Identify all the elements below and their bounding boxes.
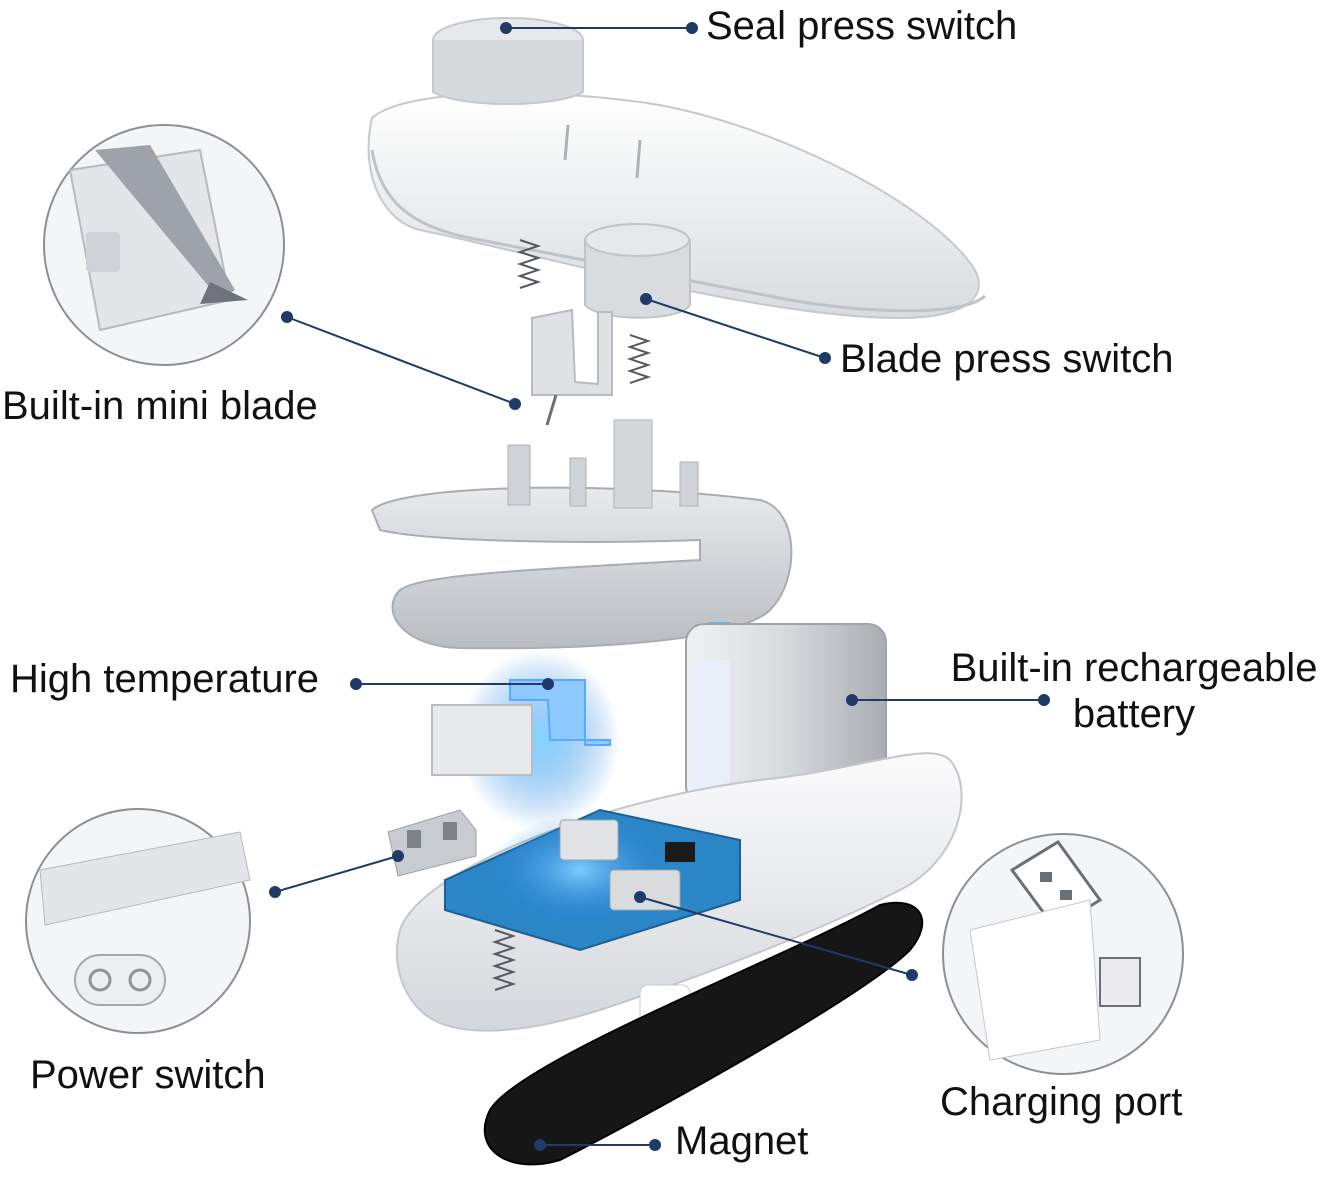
heating-element bbox=[431, 679, 611, 776]
power-switch-part bbox=[387, 809, 477, 877]
label-charging-port: Charging port bbox=[940, 1080, 1183, 1124]
label-high-temperature: High temperature bbox=[10, 657, 320, 701]
label-built-in-mini-blade: Built-in mini blade bbox=[2, 384, 318, 428]
label-magnet: Magnet bbox=[675, 1119, 809, 1163]
label-battery: Built-in rechargeable battery bbox=[936, 645, 1332, 737]
label-seal-press-switch: Seal press switch bbox=[706, 4, 1018, 48]
leader-lines bbox=[269, 22, 1050, 1151]
power-switch-detail-circle bbox=[25, 808, 251, 1034]
charging-port-detail-circle bbox=[942, 833, 1184, 1075]
battery bbox=[685, 623, 887, 805]
heating-plate bbox=[370, 419, 793, 650]
label-blade-press-switch: Blade press switch bbox=[840, 337, 1174, 381]
label-power-switch: Power switch bbox=[30, 1053, 266, 1097]
circuit-board bbox=[444, 808, 741, 952]
label-battery-line2: battery bbox=[1072, 692, 1196, 736]
top-housing bbox=[367, 17, 986, 426]
magnet bbox=[483, 901, 924, 1166]
blade-detail-circle bbox=[43, 124, 285, 366]
base-spring bbox=[491, 929, 517, 991]
label-battery-line1: Built-in rechargeable bbox=[950, 646, 1318, 690]
